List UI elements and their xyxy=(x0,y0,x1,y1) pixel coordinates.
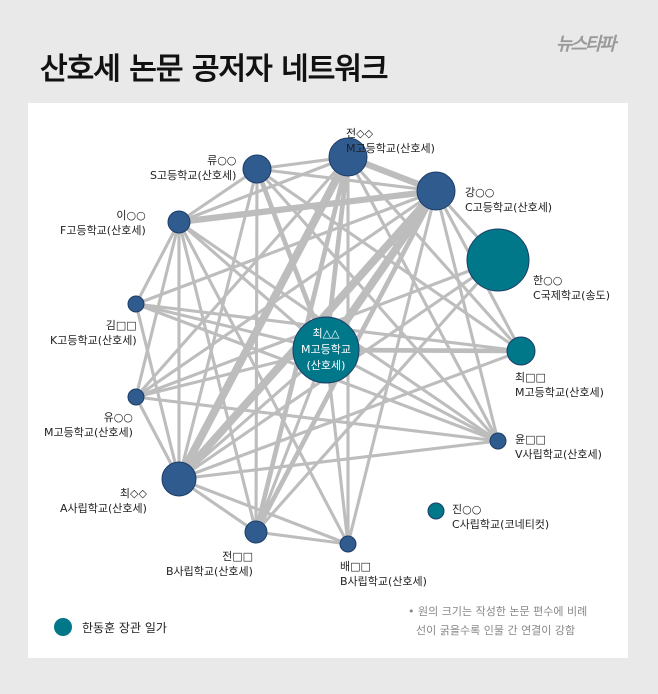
edge-yoo-yoon xyxy=(134,395,500,443)
edge-lee-kang xyxy=(175,187,440,226)
edge-yoo-kang xyxy=(134,189,438,399)
node-choi2 xyxy=(506,336,536,366)
page-title: 산호세 논문 공저자 네트워크 xyxy=(40,52,389,87)
label-han: 한○○C국제학교(송도) xyxy=(533,274,610,302)
node-jeon1 xyxy=(328,137,368,177)
label-kang: 강○○C고등학교(산호세) xyxy=(465,186,553,214)
label-jeon2: 전□□B사립학교(산호세) xyxy=(166,550,253,578)
node-kang xyxy=(416,171,456,211)
edge-choi3-choi2 xyxy=(177,349,523,481)
edge-ryu-choi2 xyxy=(255,167,523,353)
edge-kang-yoon xyxy=(434,189,500,443)
label-ryu: 류○○S고등학교(산호세) xyxy=(150,154,237,182)
label-yoon: 윤□□V사립학교(산호세) xyxy=(515,433,602,461)
edge-jeon1-yoon xyxy=(346,155,500,443)
legend-label: 한동훈 장관 일가 xyxy=(82,620,167,635)
label-choi2: 최□□M고등학교(산호세) xyxy=(515,371,604,399)
label-bae: 배□□B사립학교(산호세) xyxy=(340,560,427,588)
label-jin: 진○○C사립학교(코네티컷) xyxy=(452,503,550,531)
node-bae xyxy=(339,535,357,553)
edge-yoo-jeon1 xyxy=(134,155,350,399)
label-lee: 이○○F고등학교(산호세) xyxy=(60,209,146,237)
edge-jeon2-bae xyxy=(254,530,350,546)
node-jeon2 xyxy=(244,520,268,544)
node-lee xyxy=(167,210,191,234)
node-yoo xyxy=(127,388,145,406)
label-choi-center: 최△△M고등학교(산호세) xyxy=(301,327,351,372)
edge-lee-kim xyxy=(134,220,181,306)
node-han xyxy=(466,228,530,292)
node-yoon xyxy=(489,432,507,450)
edge-lee-jeon1 xyxy=(177,155,350,224)
edge-kim-kang xyxy=(134,189,438,306)
node-ryu xyxy=(242,154,272,184)
legend-family-dot xyxy=(54,618,72,636)
edge-jeon2-han xyxy=(254,258,500,534)
label-jeon1: 전◇◇M고등학교(산호세) xyxy=(346,127,435,155)
label-choi3: 최◇◇A사립학교(산호세) xyxy=(60,487,147,515)
edge-jeon1-choi2 xyxy=(346,155,523,353)
node-choi3 xyxy=(161,461,197,497)
edge-bae-kang xyxy=(346,189,438,546)
node-jin xyxy=(427,502,445,520)
newstapa-logo: 뉴스타파 xyxy=(556,34,616,55)
node-kim xyxy=(127,295,145,313)
label-kim: 김□□K고등학교(산호세) xyxy=(50,319,137,347)
label-yoo: 유○○M고등학교(산호세) xyxy=(44,411,133,439)
legend: 한동훈 장관 일가 xyxy=(54,618,167,636)
node-choi_c xyxy=(292,316,360,384)
edge-ryu-lee xyxy=(177,167,259,224)
